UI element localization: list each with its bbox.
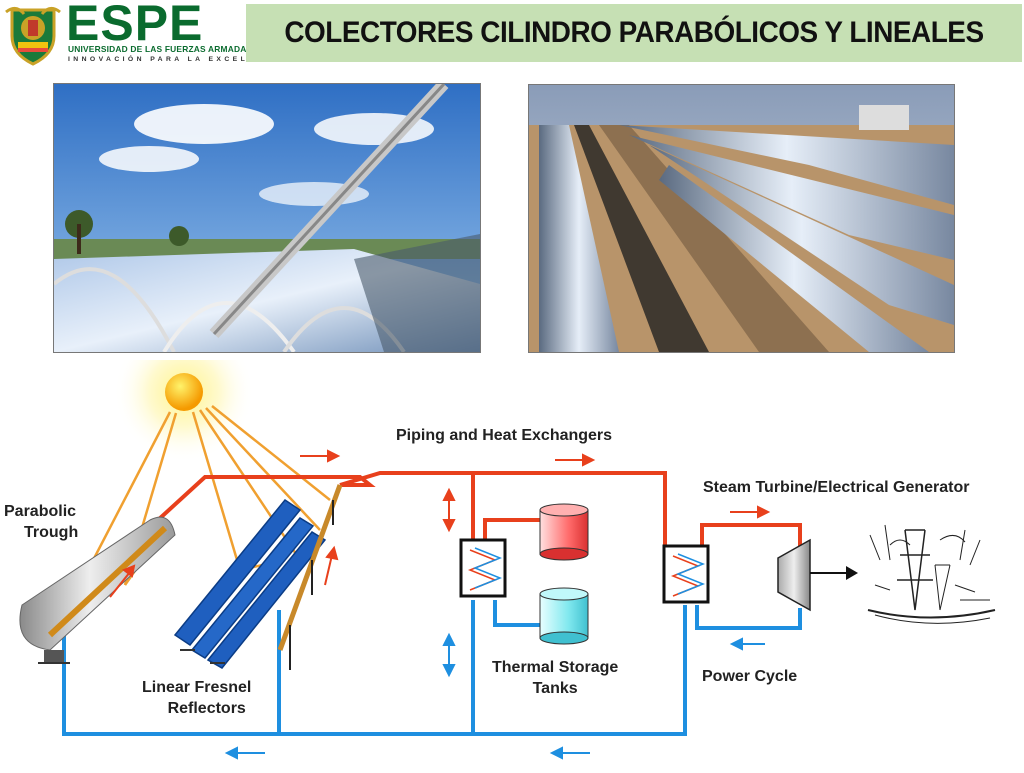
power-cycle-label: Power Cycle [702, 668, 798, 685]
parabolic-trough-photo [53, 83, 481, 353]
trough-field-photo [528, 84, 955, 353]
university-name: UNIVERSIDAD DE LAS FUERZAS ARMADAS [68, 44, 253, 54]
university-motto: INNOVACIÓN PARA LA EXCELENCIA [68, 56, 287, 63]
title-bar: COLECTORES CILINDRO PARABÓLICOS Y LINEAL… [246, 4, 1022, 62]
fresnel-label-line1: Linear Fresnel [142, 679, 252, 696]
solar-thermal-diagram: Parabolic Trough Linear Fresnel Reflecto… [0, 322, 1024, 768]
heat-exchanger-1 [459, 538, 507, 598]
heat-exchanger-2 [662, 544, 710, 604]
storage-label-line2: Tanks [532, 680, 578, 697]
sun-icon [114, 322, 254, 462]
hot-storage-tank [539, 503, 589, 561]
turbine-label: Steam Turbine/Electrical Generator [703, 479, 970, 496]
parabolic-trough-label: Parabolic Trough [4, 501, 78, 543]
hot-piping [156, 471, 802, 550]
electrical-generator-illustration [867, 524, 996, 624]
cold-storage-tank [539, 587, 589, 645]
storage-label-line1: Thermal Storage [492, 659, 619, 676]
parabolic-trough-label-line2: Trough [24, 524, 79, 541]
fresnel-label: Linear Fresnel Reflectors [142, 677, 251, 719]
brand-logo-text: ESPE [66, 0, 204, 51]
slide-header: ESPE UNIVERSIDAD DE LAS FUERZAS ARMADAS … [0, 0, 1024, 70]
flow-arrows [109, 449, 771, 760]
piping-label: Piping and Heat Exchangers [396, 427, 613, 444]
linear-fresnel-reflectors [173, 484, 343, 670]
cold-piping [62, 600, 802, 736]
slide-title: COLECTORES CILINDRO PARABÓLICOS Y LINEAL… [284, 16, 984, 49]
espe-crest-logo [5, 7, 61, 66]
parabolic-trough-label-line1: Parabolic [4, 503, 77, 520]
fresnel-label-line2: Reflectors [167, 700, 246, 717]
storage-tanks-label: Thermal Storage Tanks [492, 657, 618, 699]
steam-turbine [777, 538, 858, 612]
